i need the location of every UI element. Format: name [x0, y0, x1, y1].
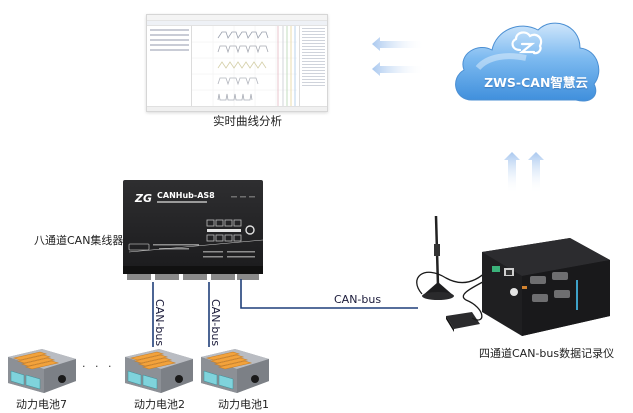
realtime-curve-software-screenshot [146, 14, 328, 112]
can-hub-device: ZG CANHub-AS8 [123, 180, 263, 280]
up-arrow-icon [504, 152, 520, 194]
hub-to-logger-line [240, 279, 418, 309]
software-titlebar [147, 15, 327, 21]
battery-pack-1 [200, 348, 270, 394]
can-bus-data-logger-device [416, 215, 610, 336]
software-properties-pane [299, 26, 327, 106]
battery2-bus-label: CAN-bus [153, 299, 166, 347]
hub-channel-indicators [206, 219, 242, 242]
battery-pack-2 [124, 348, 194, 394]
software-signal-list [148, 26, 192, 106]
battery-7-label: 动力电池7 [16, 398, 67, 411]
hub-label: 八通道CAN集线器 [34, 234, 124, 247]
svg-text:ZG: ZG [134, 192, 152, 205]
cloud-label: ZWS-CAN智慧云 [484, 75, 588, 90]
left-arrow-icon [372, 62, 425, 76]
logger-front-ports [492, 266, 578, 310]
software-waveform-plot [192, 26, 297, 106]
cloud-to-software-arrows [372, 37, 425, 76]
hub-brand: CANHub-AS8 [157, 191, 215, 200]
zlg-logo-icon: ZG [134, 192, 152, 205]
up-arrow-icon [528, 152, 544, 194]
gps-antenna-icon [446, 312, 480, 332]
hub-connector-ports [127, 274, 259, 280]
hub-power-button [245, 225, 255, 235]
zws-can-cloud-icon [455, 22, 600, 102]
antenna-icon [422, 215, 454, 300]
hub-logger-bus-label: CAN-bus [334, 293, 382, 306]
battery-2-label: 动力电池2 [134, 398, 185, 411]
battery-1-label: 动力电池1 [218, 398, 269, 411]
software-toolbar [147, 21, 327, 26]
cloud-logo-icon [511, 31, 543, 55]
left-arrow-icon [372, 37, 425, 51]
logger-label: 四通道CAN-bus数据记录仪 [479, 347, 615, 360]
software-statusbar [147, 106, 327, 111]
software-label: 实时曲线分析 [213, 114, 282, 128]
hub-db9-port [128, 243, 150, 251]
battery1-bus-label: CAN-bus [209, 299, 222, 347]
battery-pack-7 [7, 348, 77, 394]
ellipsis: · · · [82, 360, 115, 373]
logger-to-cloud-arrows [504, 152, 544, 194]
